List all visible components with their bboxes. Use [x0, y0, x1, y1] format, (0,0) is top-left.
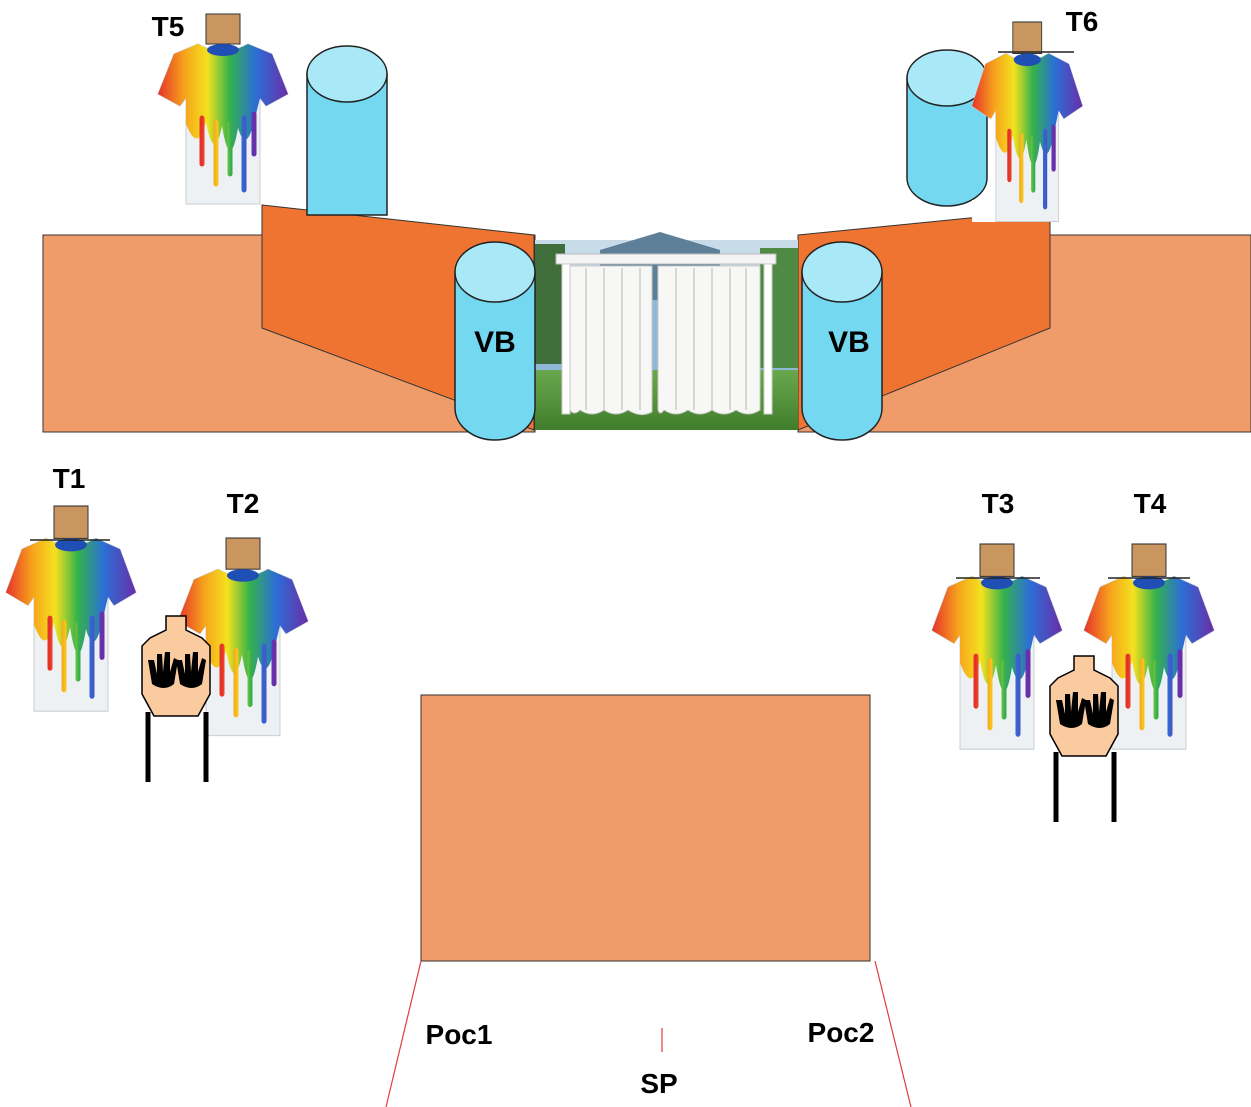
barrel-top-right	[906, 49, 988, 207]
poc1-label: Poc1	[426, 1019, 493, 1050]
t2-label: T2	[227, 488, 260, 519]
vb-left-label: VB	[474, 326, 516, 359]
t6-label: T6	[1066, 6, 1099, 37]
hands-up-no-shoot-icon	[1050, 656, 1118, 822]
curtain-doorway-icon	[535, 232, 798, 430]
barrel-top-left	[306, 45, 388, 216]
t1-label: T1	[53, 463, 86, 494]
vb-right-label: VB	[828, 326, 870, 359]
t5-label: T5	[152, 11, 185, 42]
shooting-area-box	[420, 694, 871, 962]
vision-barrier-right	[801, 241, 883, 441]
fault-line-right	[874, 960, 912, 1107]
fault-line-left	[385, 960, 422, 1107]
sp-label: SP	[640, 1068, 677, 1099]
target-t3	[932, 544, 1062, 749]
vision-barrier-left	[454, 241, 536, 441]
target-t5	[158, 14, 288, 204]
poc2-label: Poc2	[808, 1017, 875, 1048]
hands-up-no-shoot-icon	[142, 616, 210, 782]
target-t1	[6, 506, 136, 711]
t3-label: T3	[982, 488, 1015, 519]
t4-label: T4	[1134, 488, 1167, 519]
